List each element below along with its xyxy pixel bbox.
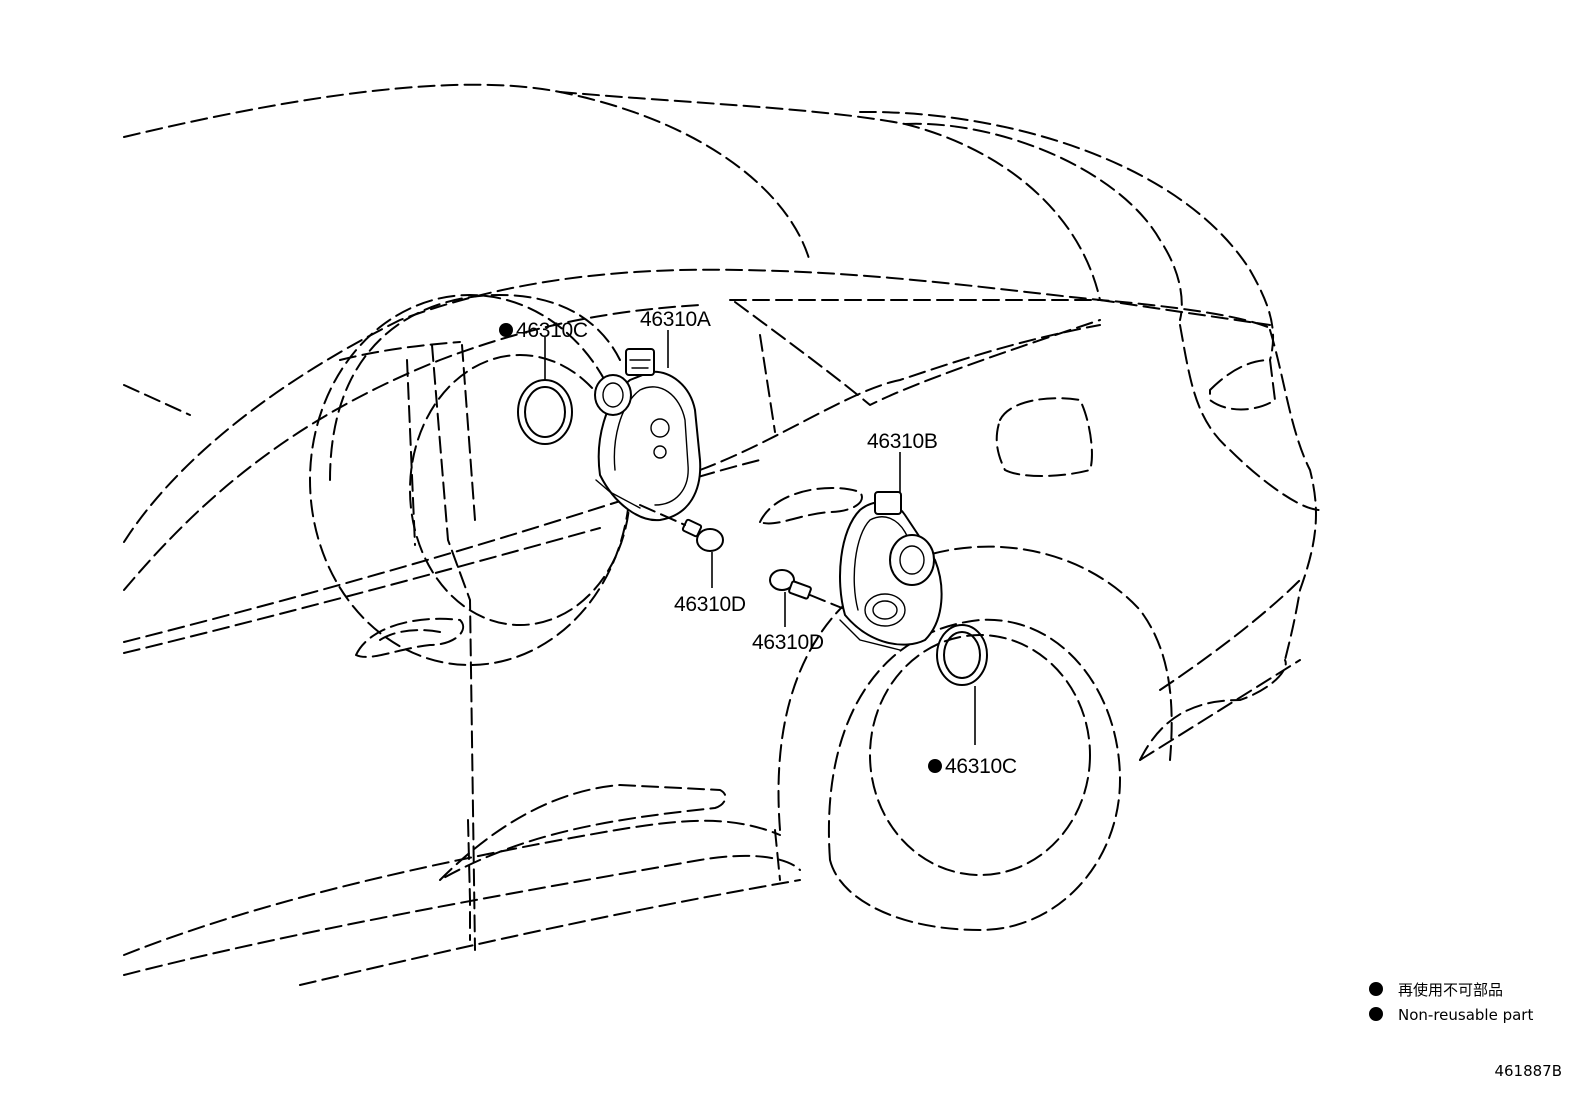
- callout-46310D-left: 46310D: [674, 593, 746, 616]
- non-reusable-dot-icon: [499, 323, 513, 337]
- gasket-ring-upper: [517, 379, 573, 445]
- actuator-46310A: [594, 348, 702, 522]
- legend-dot-icon: [1369, 982, 1383, 996]
- legend: 再使用不可部品 Non-reusable part: [1369, 981, 1533, 1024]
- actuator-46310B: [839, 491, 943, 651]
- legend-jp-label: 再使用不可部品: [1398, 981, 1503, 999]
- callout-46310C-upper: 46310C: [499, 319, 588, 342]
- bolt-left: [639, 504, 724, 552]
- legend-en-label: Non-reusable part: [1398, 1006, 1533, 1024]
- callout-46310D-right: 46310D: [752, 631, 824, 654]
- callout-46310A: 46310A: [640, 308, 711, 331]
- callout-46310C-lower: 46310C: [928, 755, 1017, 778]
- leader-lines: [544, 330, 976, 745]
- non-reusable-dot-icon: [928, 759, 942, 773]
- gasket-ring-lower: [936, 624, 988, 686]
- figure-number: 461887B: [1494, 1062, 1562, 1080]
- legend-dot-icon: [1369, 1007, 1383, 1021]
- part-number-label: 46310C: [945, 755, 1017, 778]
- bolt-right: [769, 569, 843, 609]
- part-number-label: 46310C: [516, 319, 588, 342]
- callout-46310B: 46310B: [867, 430, 938, 453]
